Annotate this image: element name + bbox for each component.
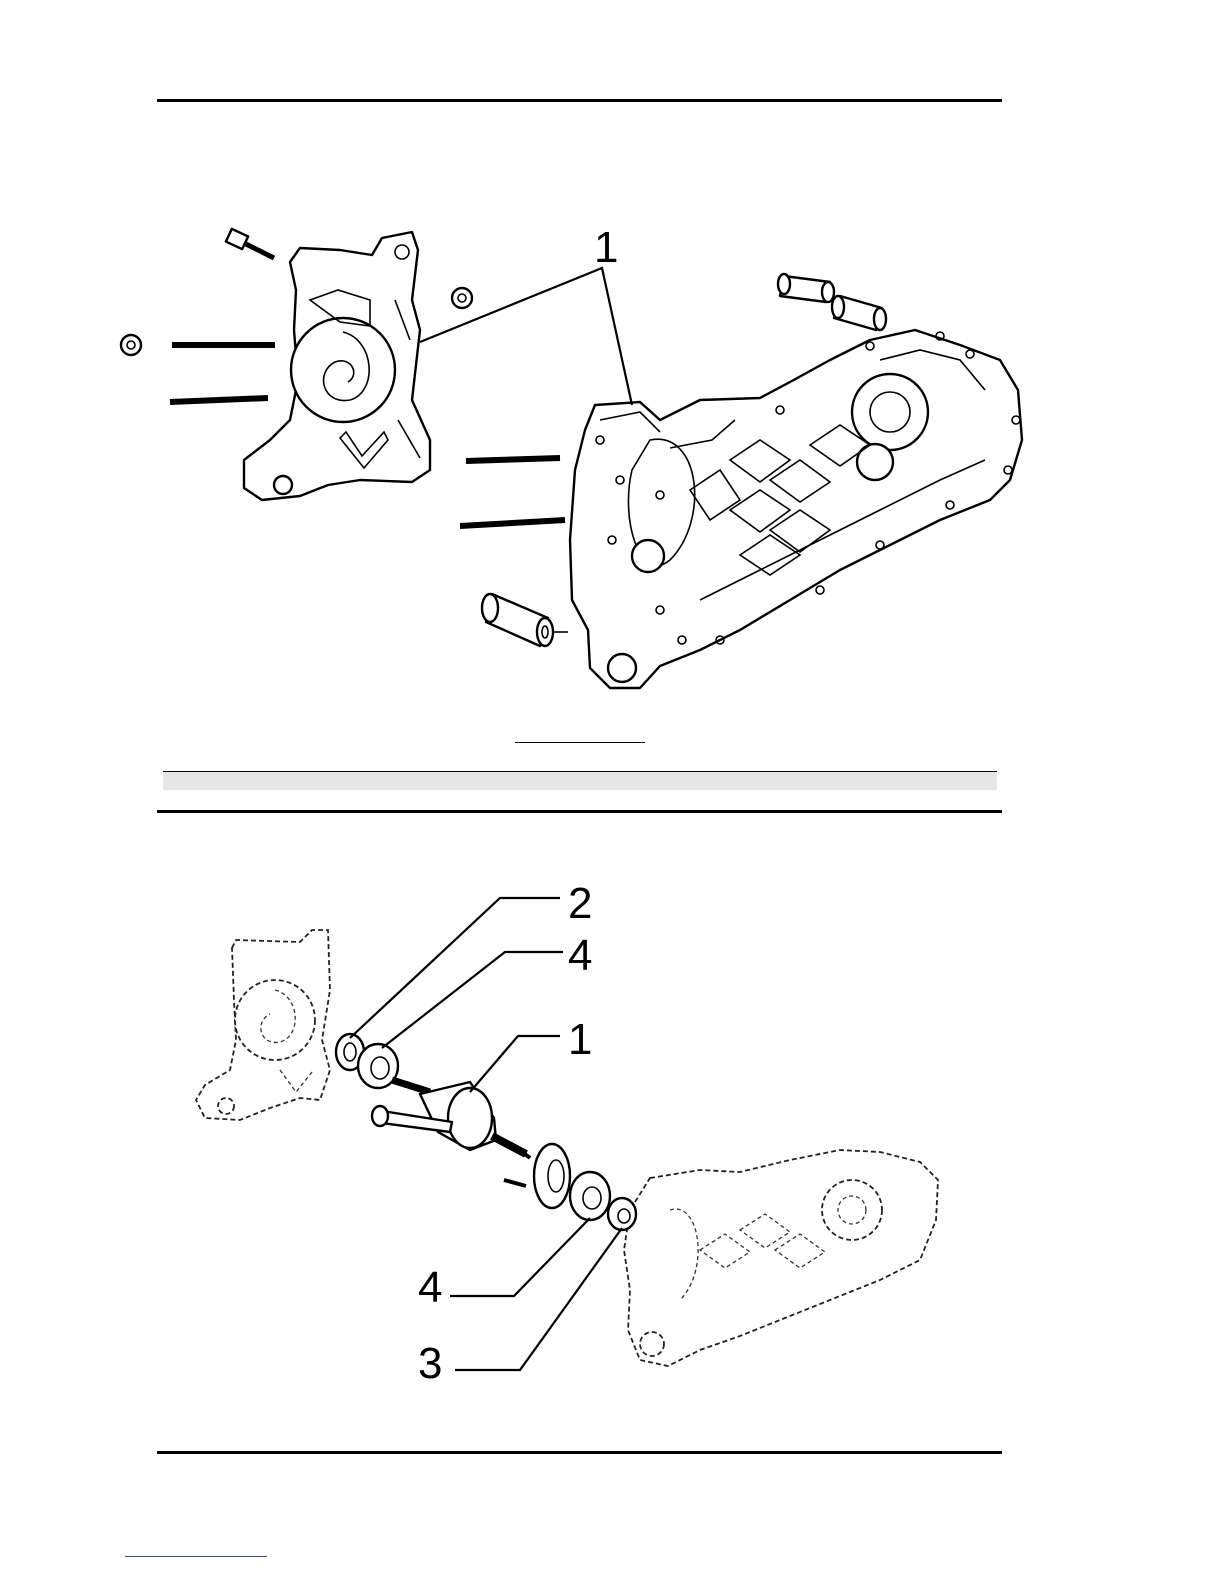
- callout-label: 4: [568, 931, 592, 980]
- screw-part: [504, 1180, 526, 1186]
- footer-rule: [157, 1451, 1002, 1454]
- callout-leader-line: [470, 1036, 560, 1092]
- callout-leader-line: [350, 898, 560, 1038]
- callout-leader-line: [450, 1218, 590, 1296]
- callout-label: 3: [418, 1339, 442, 1388]
- callout-leader-line: [382, 952, 563, 1048]
- oil-seal-part: [534, 1144, 570, 1208]
- callout-label: 2: [568, 879, 592, 928]
- crankshaft-exploded-diagram: 2 4 1 4 3: [0, 0, 1224, 1450]
- left-crankcase-half-ghost: [196, 930, 330, 1120]
- right-crankcase-half-ghost: [624, 1150, 938, 1366]
- callout-leader-line: [455, 1228, 622, 1370]
- bushing-part: [608, 1198, 636, 1230]
- footer-link[interactable]: [125, 1556, 267, 1557]
- crankshaft-part: [372, 1080, 530, 1158]
- main-bearing-part: [570, 1172, 610, 1220]
- callout-label: 1: [568, 1015, 592, 1064]
- callout-label: 4: [418, 1263, 442, 1312]
